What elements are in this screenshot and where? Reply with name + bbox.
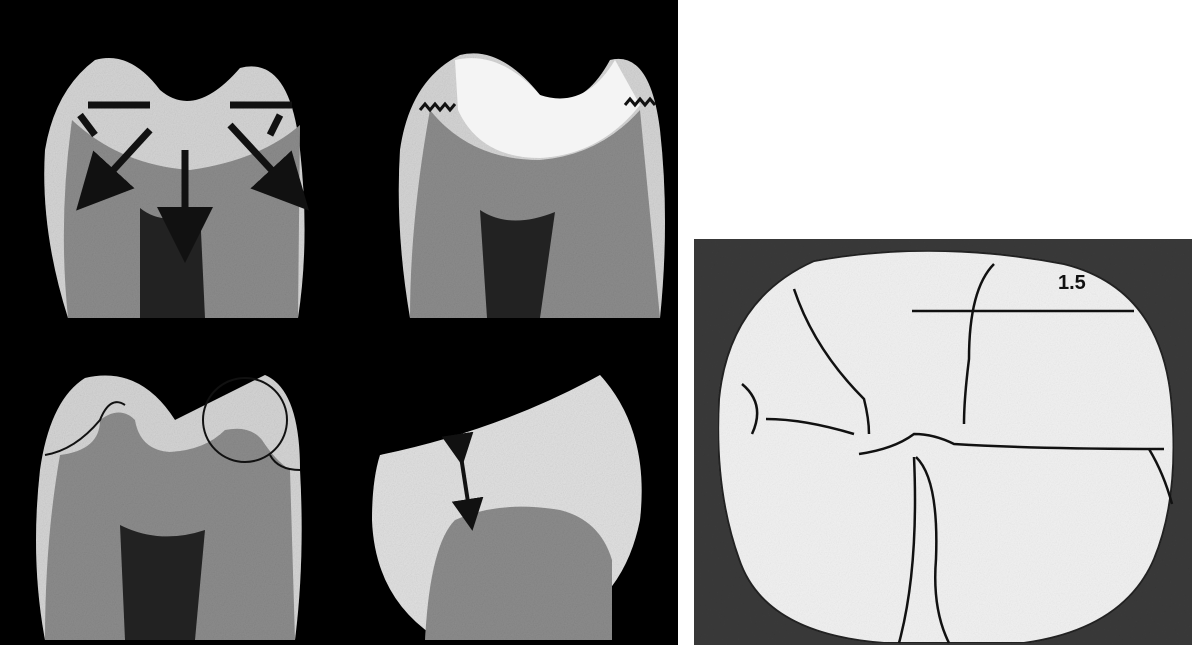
panel-a-stress-arrows: [44, 58, 304, 318]
right-figure-occlusal-view: 1.5: [694, 239, 1192, 645]
left-figure-svg: [0, 0, 678, 645]
panel-d-dentin-bump: [425, 507, 612, 640]
panel-c-cusp-outlines: [36, 375, 302, 640]
right-figure-svg: 1.5: [694, 239, 1192, 645]
panel-a-pulp: [140, 208, 205, 318]
panel-b-restoration: [399, 53, 665, 318]
panel-c-pulp: [120, 525, 205, 640]
occlusal-crown-outline: [718, 251, 1173, 643]
panel-d-magnified-detail: [372, 375, 642, 640]
left-figure-tooth-sections: [0, 0, 678, 645]
occlusal-label: 1.5: [1058, 272, 1086, 294]
